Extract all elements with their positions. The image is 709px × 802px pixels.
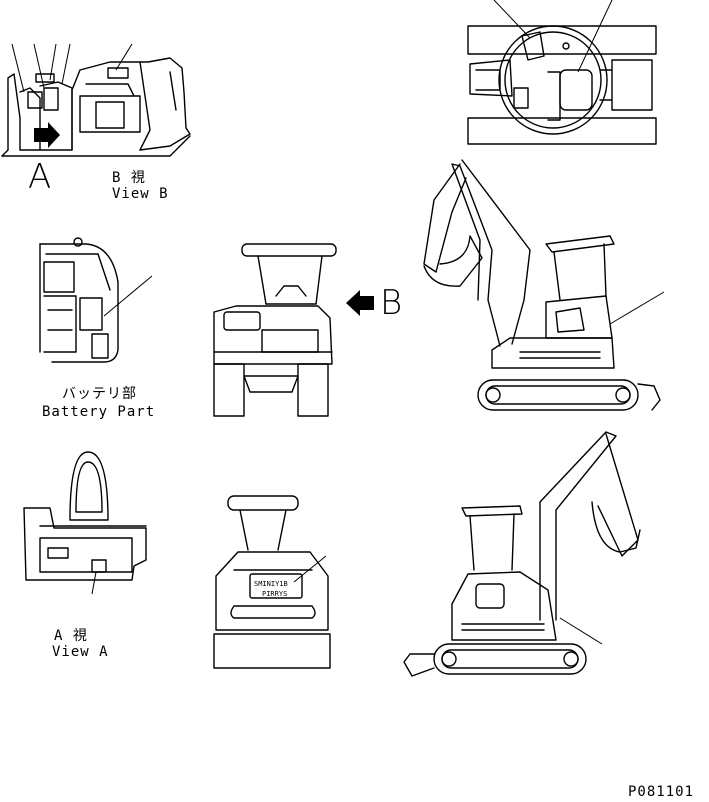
view-a-en-label: View A xyxy=(52,644,109,660)
view-b-drawing xyxy=(1,43,191,157)
arrow-left-icon xyxy=(346,290,374,316)
decal-text-line1: SMINIY1B xyxy=(254,580,288,588)
rear-arrow-letter: B xyxy=(380,283,403,323)
drawing-code: P081101 xyxy=(628,784,695,800)
battery-part-drawing xyxy=(39,237,153,363)
side-view-excavator-lower-drawing xyxy=(403,431,641,677)
rear-view-lower-drawing xyxy=(213,495,331,669)
side-view-excavator-drawing xyxy=(423,159,665,411)
view-a-drawing xyxy=(23,451,147,595)
top-view-drawing xyxy=(467,0,657,145)
battery-jp-label: バッテリ部 xyxy=(62,386,137,402)
view-a-jp-label: A 視 xyxy=(54,628,88,644)
arrow-right-icon xyxy=(34,122,60,148)
decal-text-line2: PIRRYS xyxy=(262,590,288,598)
view-b-en-label: View B xyxy=(112,186,169,202)
view-b-jp-label: B 視 xyxy=(112,170,146,186)
rear-view-drawing xyxy=(213,243,374,417)
battery-en-label: Battery Part xyxy=(42,404,156,420)
view-b-letter: A xyxy=(28,157,52,197)
